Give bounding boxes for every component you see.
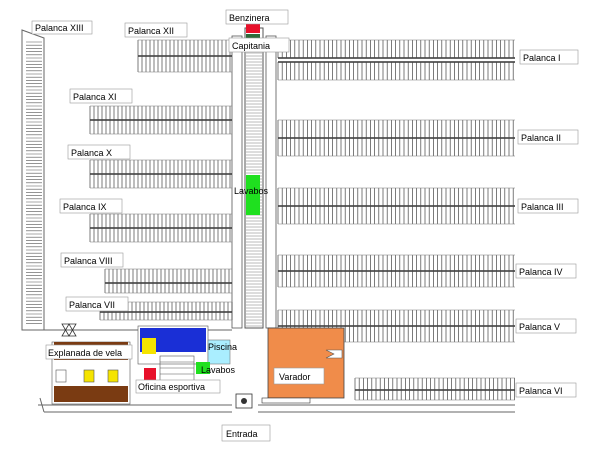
explanada-box-1 [55, 369, 67, 383]
pontoon-palanca-viii [104, 268, 232, 294]
label-palanca-iii-text: Palanca III [521, 202, 564, 212]
label-palanca-ix-text: Palanca IX [63, 202, 107, 212]
label-oficina: Oficina esportiva [135, 379, 221, 394]
pontoon-palanca-iii [277, 187, 515, 225]
label-lavabos-bottom: Lavabos [201, 365, 236, 375]
breakwater-berths [26, 41, 42, 324]
benzinera-marker[interactable] [246, 24, 260, 33]
pontoon-palanca-ii [277, 119, 515, 157]
label-explanada: Explanada de vela [45, 344, 133, 360]
pontoon-palanca-i [277, 61, 515, 81]
label-palanca-iv: Palanca IV [515, 263, 577, 279]
entrance-barrier [261, 397, 311, 404]
label-palanca-v-text: Palanca V [519, 322, 560, 332]
label-palanca-i: Palanca I [519, 49, 579, 65]
label-palanca-ii-text: Palanca II [521, 133, 561, 143]
label-palanca-iii: Palanca III [517, 198, 579, 214]
piscina-pool[interactable] [207, 339, 231, 365]
label-palanca-vi-text: Palanca VI [519, 386, 563, 396]
label-varador-text: Varador [279, 372, 310, 382]
label-palanca-v: Palanca V [515, 318, 577, 334]
pontoons [89, 39, 515, 401]
central-pier-right-edge [265, 35, 277, 329]
pontoon-palanca-iv [277, 254, 515, 288]
varador-area[interactable] [267, 327, 345, 399]
explanada-strip-bottom[interactable] [54, 386, 128, 402]
pontoon-palanca-v [277, 309, 515, 343]
label-varador: Varador [273, 367, 325, 385]
explanada-box-3 [107, 369, 119, 383]
entrance-gate[interactable] [235, 393, 253, 409]
label-palanca-x-text: Palanca X [71, 148, 112, 158]
label-palanca-xii: Palanca XII [124, 22, 188, 38]
label-entrada: Entrada [221, 424, 271, 442]
pontoon-palanca-vi [354, 377, 515, 401]
label-palanca-ix: Palanca IX [59, 198, 123, 214]
label-oficina-text: Oficina esportiva [138, 382, 205, 392]
label-benzinera: Benzinera [225, 9, 289, 25]
label-entrada-text: Entrada [226, 429, 258, 439]
label-explanada-text: Explanada de vela [48, 348, 122, 358]
label-palanca-ii: Palanca II [517, 129, 579, 145]
label-palanca-xi-text: Palanca XI [73, 92, 117, 102]
crane-icon [61, 323, 77, 337]
label-palanca-vi: Palanca VI [515, 382, 577, 398]
varador-crane-icon [325, 349, 343, 359]
label-palanca-xii-text: Palanca XII [128, 26, 174, 36]
club-yellow-block [142, 338, 156, 354]
central-pier-left-edge [231, 35, 243, 329]
lavabos-center-building[interactable] [246, 175, 260, 215]
label-palanca-viii-text: Palanca VIII [64, 256, 113, 266]
pontoon-palanca-i-top [277, 39, 515, 59]
label-palanca-iv-text: Palanca IV [519, 267, 563, 277]
pontoon-palanca-x [89, 159, 232, 189]
label-palanca-xiii-text: Palanca XIII [35, 23, 84, 33]
label-palanca-xiii: Palanca XIII [31, 20, 93, 35]
label-benzinera-text: Benzinera [229, 13, 270, 23]
label-capitania-text: Capitania [232, 41, 270, 51]
label-lavabos-center: Lavabos [234, 186, 269, 196]
label-palanca-vii-text: Palanca VII [69, 300, 115, 310]
label-palanca-viii: Palanca VIII [60, 252, 124, 268]
label-palanca-vii: Palanca VII [65, 296, 129, 312]
label-palanca-x: Palanca X [67, 144, 131, 160]
label-piscina: Piscina [208, 342, 237, 352]
label-palanca-xi: Palanca XI [69, 88, 133, 104]
pontoon-palanca-xi [89, 105, 232, 135]
label-palanca-i-text: Palanca I [523, 53, 561, 63]
explanada-box-2 [83, 369, 95, 383]
lavabos-bottom-building[interactable] [196, 362, 210, 374]
label-capitania: Capitania [228, 37, 290, 53]
pontoon-palanca-xii [137, 39, 232, 73]
pontoon-palanca-ix [89, 213, 232, 243]
breakwater [21, 29, 515, 413]
